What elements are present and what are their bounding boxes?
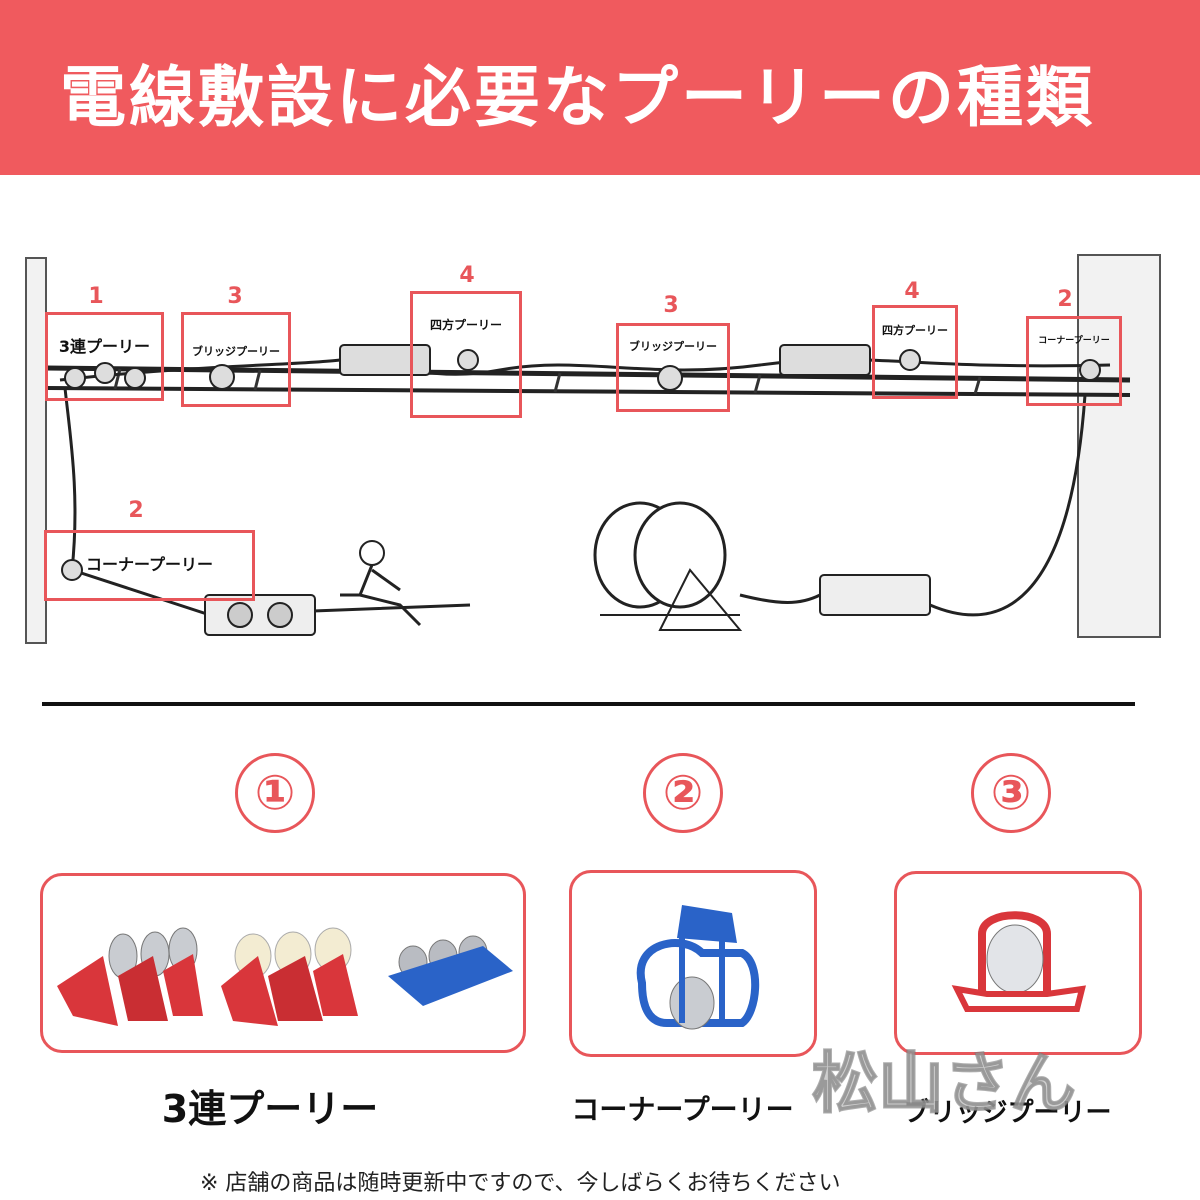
callout-number-4: 4 <box>904 279 920 304</box>
callout-number-1: 1 <box>88 284 104 309</box>
section-divider <box>42 702 1135 706</box>
callout-box-triple-pulley: 3連プーリー <box>45 312 164 401</box>
callout-label: ブリッジプーリー <box>629 340 717 353</box>
callout-box-corner-pulley: コーナープーリー <box>1026 316 1122 406</box>
installation-diagram: 1 3連プーリー 3 ブリッジプーリー 4 四方プーリー 3 ブリッジプーリー … <box>0 175 1200 675</box>
callout-number-4: 4 <box>459 263 475 288</box>
callout-box-corner-pulley: コーナープーリー <box>44 530 255 601</box>
pulley-variant-silver-red <box>57 927 203 1026</box>
callout-box-bridge-pulley: ブリッジプーリー <box>181 312 291 407</box>
corner-pulley-image <box>636 905 760 1030</box>
product-card-corner-pulley[interactable] <box>569 870 817 1057</box>
product-number-2: ② <box>643 753 723 833</box>
callout-box-four-way-pulley: 四方プーリー <box>872 305 958 399</box>
product-card-triple-pulley[interactable] <box>40 873 526 1053</box>
diagram-illustration <box>25 254 1161 644</box>
watermark: 松山さん <box>811 1044 1077 1123</box>
product-name-triple-pulley: 3連プーリー <box>161 1087 379 1131</box>
pulley-variant-cream-red <box>221 927 358 1026</box>
callout-box-bridge-pulley: ブリッジプーリー <box>616 323 730 412</box>
callout-label: 3連プーリー <box>58 337 151 356</box>
callout-number-2: 2 <box>1057 287 1073 312</box>
callout-number-3: 3 <box>663 293 679 318</box>
product-number-1: ① <box>235 753 315 833</box>
product-number-3: ③ <box>971 753 1051 833</box>
product-name-bridge-pulley: ブリッジプーリー <box>903 1098 1112 1128</box>
footnote: ※ 店舗の商品は随時更新中ですので、今しばらくお待ちください <box>200 1171 841 1196</box>
callout-label: コーナープーリー <box>1038 336 1110 346</box>
callout-label: コーナープーリー <box>85 555 214 574</box>
callout-number-3: 3 <box>227 284 243 309</box>
product-card-bridge-pulley[interactable] <box>894 871 1142 1055</box>
callout-label: 四方プーリー <box>882 324 948 337</box>
callout-label: ブリッジプーリー <box>192 345 280 358</box>
header-banner: 電線敷設に必要なプーリーの種類 <box>0 0 1200 175</box>
callout-label: 四方プーリー <box>429 318 502 332</box>
callout-number-2: 2 <box>128 498 144 523</box>
page-title: 電線敷設に必要なプーリーの種類 <box>60 59 1095 136</box>
callout-box-four-way-pulley: 四方プーリー <box>410 291 522 418</box>
triple-pulley-image <box>57 927 513 1026</box>
bridge-pulley-image <box>951 911 1086 1012</box>
pulley-variant-blue <box>388 935 513 1006</box>
product-name-corner-pulley: コーナープーリー <box>571 1093 794 1126</box>
